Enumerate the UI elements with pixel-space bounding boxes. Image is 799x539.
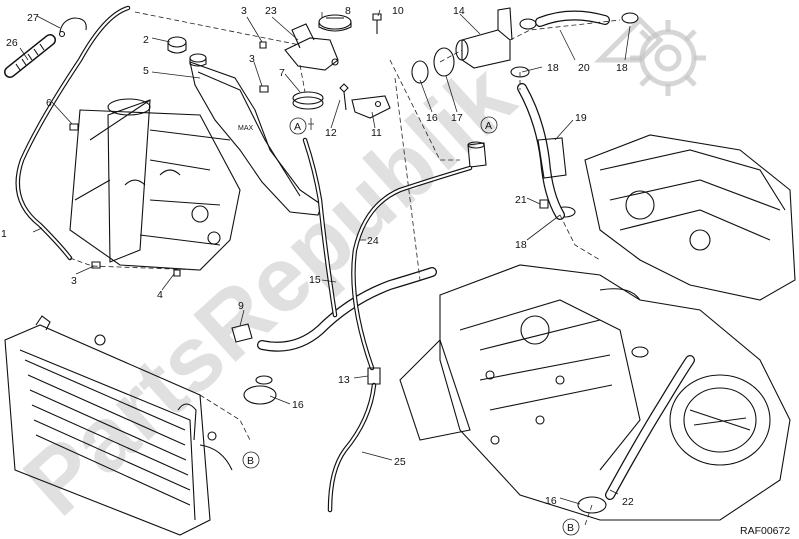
screw-10 (372, 13, 382, 34)
callout-label: 26 (6, 37, 18, 49)
callout-label: 16 (545, 495, 557, 507)
callout-label: 19 (575, 112, 587, 124)
thermostat (455, 7, 513, 69)
connector-markers (242, 116, 580, 536)
bracket-11 (351, 95, 391, 119)
clip-27 (58, 17, 87, 38)
callout-label: 24 (367, 235, 379, 247)
neck-tank (189, 53, 207, 67)
tank-label: MAX (238, 125, 254, 132)
hose-25 (327, 382, 377, 513)
callout-label: 3 (71, 275, 77, 287)
bolt-21 (539, 199, 549, 209)
callout-label: 18 (515, 239, 527, 251)
callout-label: 10 (392, 5, 404, 17)
callout-label: 2 (143, 34, 149, 46)
fitting-a (467, 141, 487, 168)
callout-label: 15 (309, 274, 321, 286)
part-callouts: 1 2 3 3 3 4 5 6 7 8 9 10 11 12 13 14 15 … (1, 5, 634, 508)
callout-label: 23 (265, 5, 277, 17)
callout-label: 8 (345, 5, 351, 17)
cap-2 (167, 36, 187, 54)
connector-label: B (567, 522, 574, 534)
watermark-logo-mark (593, 16, 664, 63)
reference-code: RAF00672 (740, 525, 790, 537)
clamp-16-left (243, 375, 277, 405)
hose-15 (257, 267, 437, 352)
fitting-13 (367, 367, 381, 385)
connector-label: B (247, 455, 254, 467)
connector-label: A (294, 121, 301, 133)
engine-block (399, 134, 796, 521)
callout-label: 1 (1, 228, 7, 240)
callout-label: 4 (157, 289, 163, 301)
hose-17 (411, 47, 455, 84)
callout-label: 25 (394, 456, 406, 468)
hose-19 (517, 83, 567, 220)
screws (69, 41, 269, 277)
frame-head-tube (69, 98, 241, 271)
clamp-16-right (577, 496, 607, 514)
callout-label: 16 (292, 399, 304, 411)
callout-label: 13 (338, 374, 350, 386)
expansion-tank: MAX (189, 61, 323, 216)
clamp-7 (292, 91, 324, 110)
callout-label: 20 (578, 62, 590, 74)
connector-label: A (485, 120, 492, 132)
callout-label: 3 (241, 5, 247, 17)
callout-label: 18 (616, 62, 628, 74)
guide-lines (69, 11, 621, 526)
callout-label: 17 (451, 112, 463, 124)
hose-left-long (15, 5, 131, 261)
callout-label: 3 (249, 53, 255, 65)
hose-mid (302, 137, 338, 318)
hose-24 (351, 165, 473, 371)
sleeve-26 (4, 34, 56, 78)
screw-12 (339, 83, 349, 111)
connector-labels: A A B B (247, 120, 574, 534)
hose-22 (605, 346, 695, 500)
radiator (4, 315, 233, 536)
callout-label: 7 (279, 67, 285, 79)
leader-lines (19, 9, 631, 505)
sensor-9 (231, 323, 253, 343)
callout-label: 5 (143, 65, 149, 77)
callout-label: 22 (622, 496, 634, 508)
callout-label: 18 (547, 62, 559, 74)
callout-label: 9 (238, 300, 244, 312)
callout-label: 21 (515, 194, 527, 206)
callout-label: 11 (371, 127, 382, 139)
hose-20 (535, 10, 610, 27)
radiator-cap (318, 14, 352, 32)
callout-label: 27 (27, 12, 39, 24)
callout-label: 6 (46, 97, 52, 109)
callout-label: 16 (426, 112, 438, 124)
callout-label: 14 (453, 5, 465, 17)
filler-neck (284, 23, 339, 71)
callout-label: 12 (325, 127, 337, 139)
